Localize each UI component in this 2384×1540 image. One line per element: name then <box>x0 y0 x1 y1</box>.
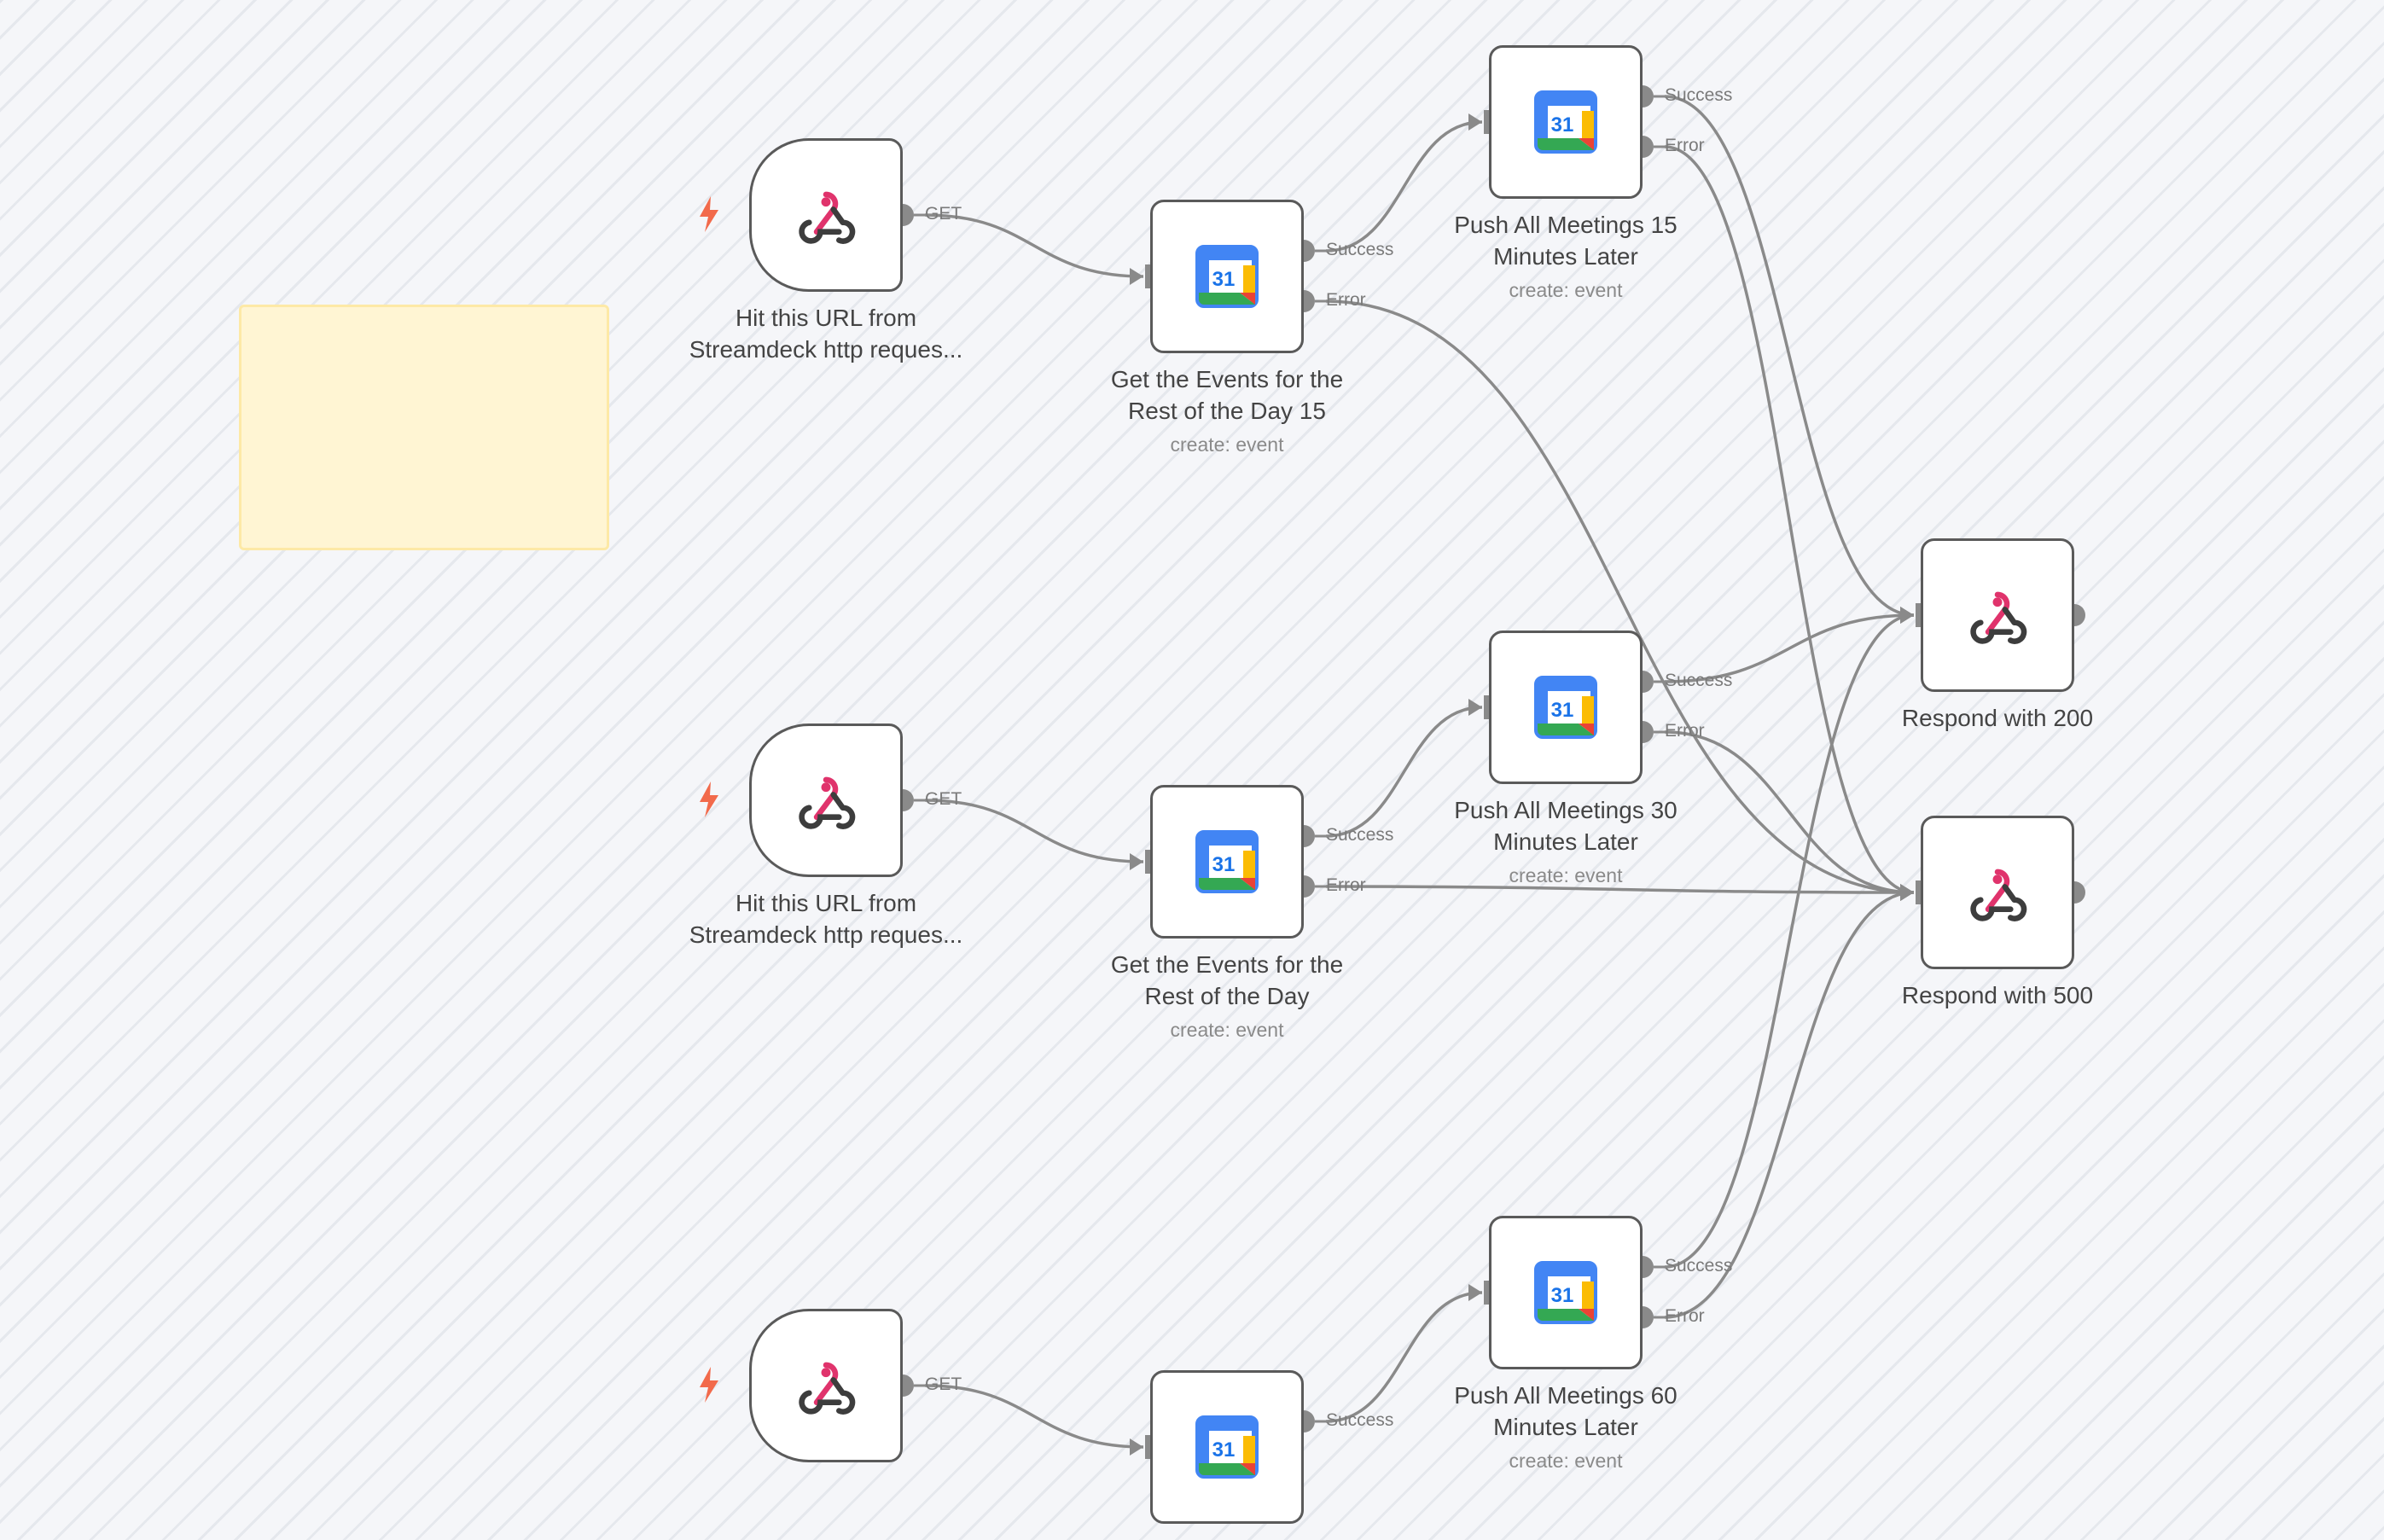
connection-push60-r500[interactable] <box>1664 891 1915 1319</box>
svg-text:31: 31 <box>1212 853 1236 876</box>
hook3-node[interactable] <box>749 1309 903 1462</box>
gcal2-label: Rest of the Day <box>1144 983 1310 1009</box>
port-label-success: Success <box>1665 85 1733 105</box>
connection-gcal1-r500[interactable] <box>1325 299 1915 894</box>
webhook-icon <box>796 185 856 245</box>
push60-label: Push All Meetings 60 <box>1454 1382 1678 1409</box>
port-label-success: Success <box>1326 825 1394 845</box>
trigger-bolt-icon <box>698 782 720 822</box>
input-port[interactable] <box>1484 110 1492 134</box>
push15-label: Push All Meetings 15 <box>1454 212 1678 238</box>
r500-label: Respond with 500 <box>1901 982 2094 1008</box>
hook1-label: Hit this URL from <box>735 305 917 331</box>
connection-hook2-gcal2[interactable] <box>924 799 1144 863</box>
port-label-success: Success <box>1665 671 1733 690</box>
push15-label: Minutes Later <box>1493 243 1638 270</box>
gcal1-subtitle: create: event <box>1170 433 1284 456</box>
svg-text:31: 31 <box>1212 268 1236 291</box>
r200-node[interactable] <box>1921 538 2074 692</box>
webhook-icon <box>1968 863 2027 922</box>
gcal1-label: Get the Events for the <box>1110 366 1344 392</box>
port-label-get: GET <box>925 789 962 809</box>
svg-text:31: 31 <box>1551 1284 1574 1307</box>
push60-label: Minutes Later <box>1493 1414 1638 1440</box>
google-calendar-icon: 31 <box>1534 1261 1597 1324</box>
gcal2-subtitle: create: event <box>1170 1019 1284 1041</box>
push60-subtitle: create: event <box>1509 1450 1623 1472</box>
push60-node[interactable]: 31 <box>1489 1216 1643 1369</box>
input-port[interactable] <box>1484 695 1492 719</box>
r500-node[interactable] <box>1921 816 2074 969</box>
svg-text:31: 31 <box>1212 1438 1236 1462</box>
hook2-label: Hit this URL from <box>735 890 917 916</box>
connection-push60-r200[interactable] <box>1664 613 1915 1269</box>
gcal2-node[interactable]: 31 <box>1150 785 1304 939</box>
input-port[interactable] <box>1145 264 1154 288</box>
connection-arrow <box>1900 607 1914 624</box>
gcal1-node[interactable]: 31 <box>1150 200 1304 353</box>
connection-arrow <box>1130 268 1143 285</box>
port-label-success: Success <box>1665 1256 1733 1276</box>
gcal2-label: Get the Events for the <box>1110 951 1344 978</box>
push30-subtitle: create: event <box>1509 864 1623 886</box>
webhook-icon <box>796 770 856 830</box>
connection-gcal3-push60[interactable] <box>1325 1291 1483 1423</box>
input-port[interactable] <box>1916 880 1924 904</box>
svg-text:31: 31 <box>1551 113 1574 137</box>
push30-label: Minutes Later <box>1493 828 1638 855</box>
trigger-bolt-icon <box>698 196 720 236</box>
connection-arrow <box>1900 884 1914 901</box>
google-calendar-icon: 31 <box>1195 830 1259 893</box>
port-label-error: Error <box>1665 136 1705 155</box>
google-calendar-icon: 31 <box>1534 90 1597 154</box>
hook2-label: Streamdeck http reques... <box>689 921 963 948</box>
gcal3-node[interactable]: 31 <box>1150 1370 1304 1524</box>
connection-push15-r500[interactable] <box>1664 145 1915 894</box>
push30-node[interactable]: 31 <box>1489 631 1643 784</box>
input-port[interactable] <box>1145 1435 1154 1459</box>
webhook-icon <box>796 1356 856 1415</box>
port-label-error: Error <box>1665 1306 1705 1326</box>
connection-arrow <box>1468 1284 1482 1301</box>
port-label-error: Error <box>1326 290 1366 310</box>
port-label-error: Error <box>1665 721 1705 741</box>
push15-node[interactable]: 31 <box>1489 45 1643 199</box>
port-label-error: Error <box>1326 875 1366 895</box>
sticky-note[interactable] <box>239 305 609 550</box>
port-label-get: GET <box>925 1374 962 1394</box>
connection-arrow <box>1468 699 1482 716</box>
connection-arrow <box>1130 1438 1143 1456</box>
google-calendar-icon: 31 <box>1534 676 1597 739</box>
hook2-node[interactable] <box>749 724 903 877</box>
google-calendar-icon: 31 <box>1195 245 1259 308</box>
port-label-success: Success <box>1326 240 1394 259</box>
svg-text:31: 31 <box>1551 699 1574 722</box>
google-calendar-icon: 31 <box>1195 1415 1259 1479</box>
connection-arrow <box>1130 853 1143 870</box>
gcal1-label: Rest of the Day 15 <box>1128 398 1326 424</box>
connection-gcal2-push30[interactable] <box>1325 706 1483 838</box>
connection-hook1-gcal1[interactable] <box>924 213 1144 278</box>
connection-gcal2-r500[interactable] <box>1325 885 1915 894</box>
input-port[interactable] <box>1484 1281 1492 1305</box>
connection-push30-r200[interactable] <box>1664 613 1915 683</box>
connection-push15-r200[interactable] <box>1664 95 1915 617</box>
input-port[interactable] <box>1916 603 1924 627</box>
connection-arrow <box>1468 113 1482 131</box>
port-label-success: Success <box>1326 1410 1394 1430</box>
port-label-get: GET <box>925 204 962 224</box>
webhook-icon <box>1968 585 2027 645</box>
hook1-label: Streamdeck http reques... <box>689 336 963 363</box>
input-port[interactable] <box>1145 850 1154 874</box>
trigger-bolt-icon <box>698 1367 720 1407</box>
connection-push30-r500[interactable] <box>1664 730 1915 894</box>
push30-label: Push All Meetings 30 <box>1454 797 1678 823</box>
connection-gcal1-push15[interactable] <box>1325 120 1483 253</box>
push15-subtitle: create: event <box>1509 279 1623 301</box>
r200-label: Respond with 200 <box>1901 705 2094 731</box>
hook1-node[interactable] <box>749 138 903 292</box>
connection-hook3-gcal3[interactable] <box>924 1384 1144 1449</box>
